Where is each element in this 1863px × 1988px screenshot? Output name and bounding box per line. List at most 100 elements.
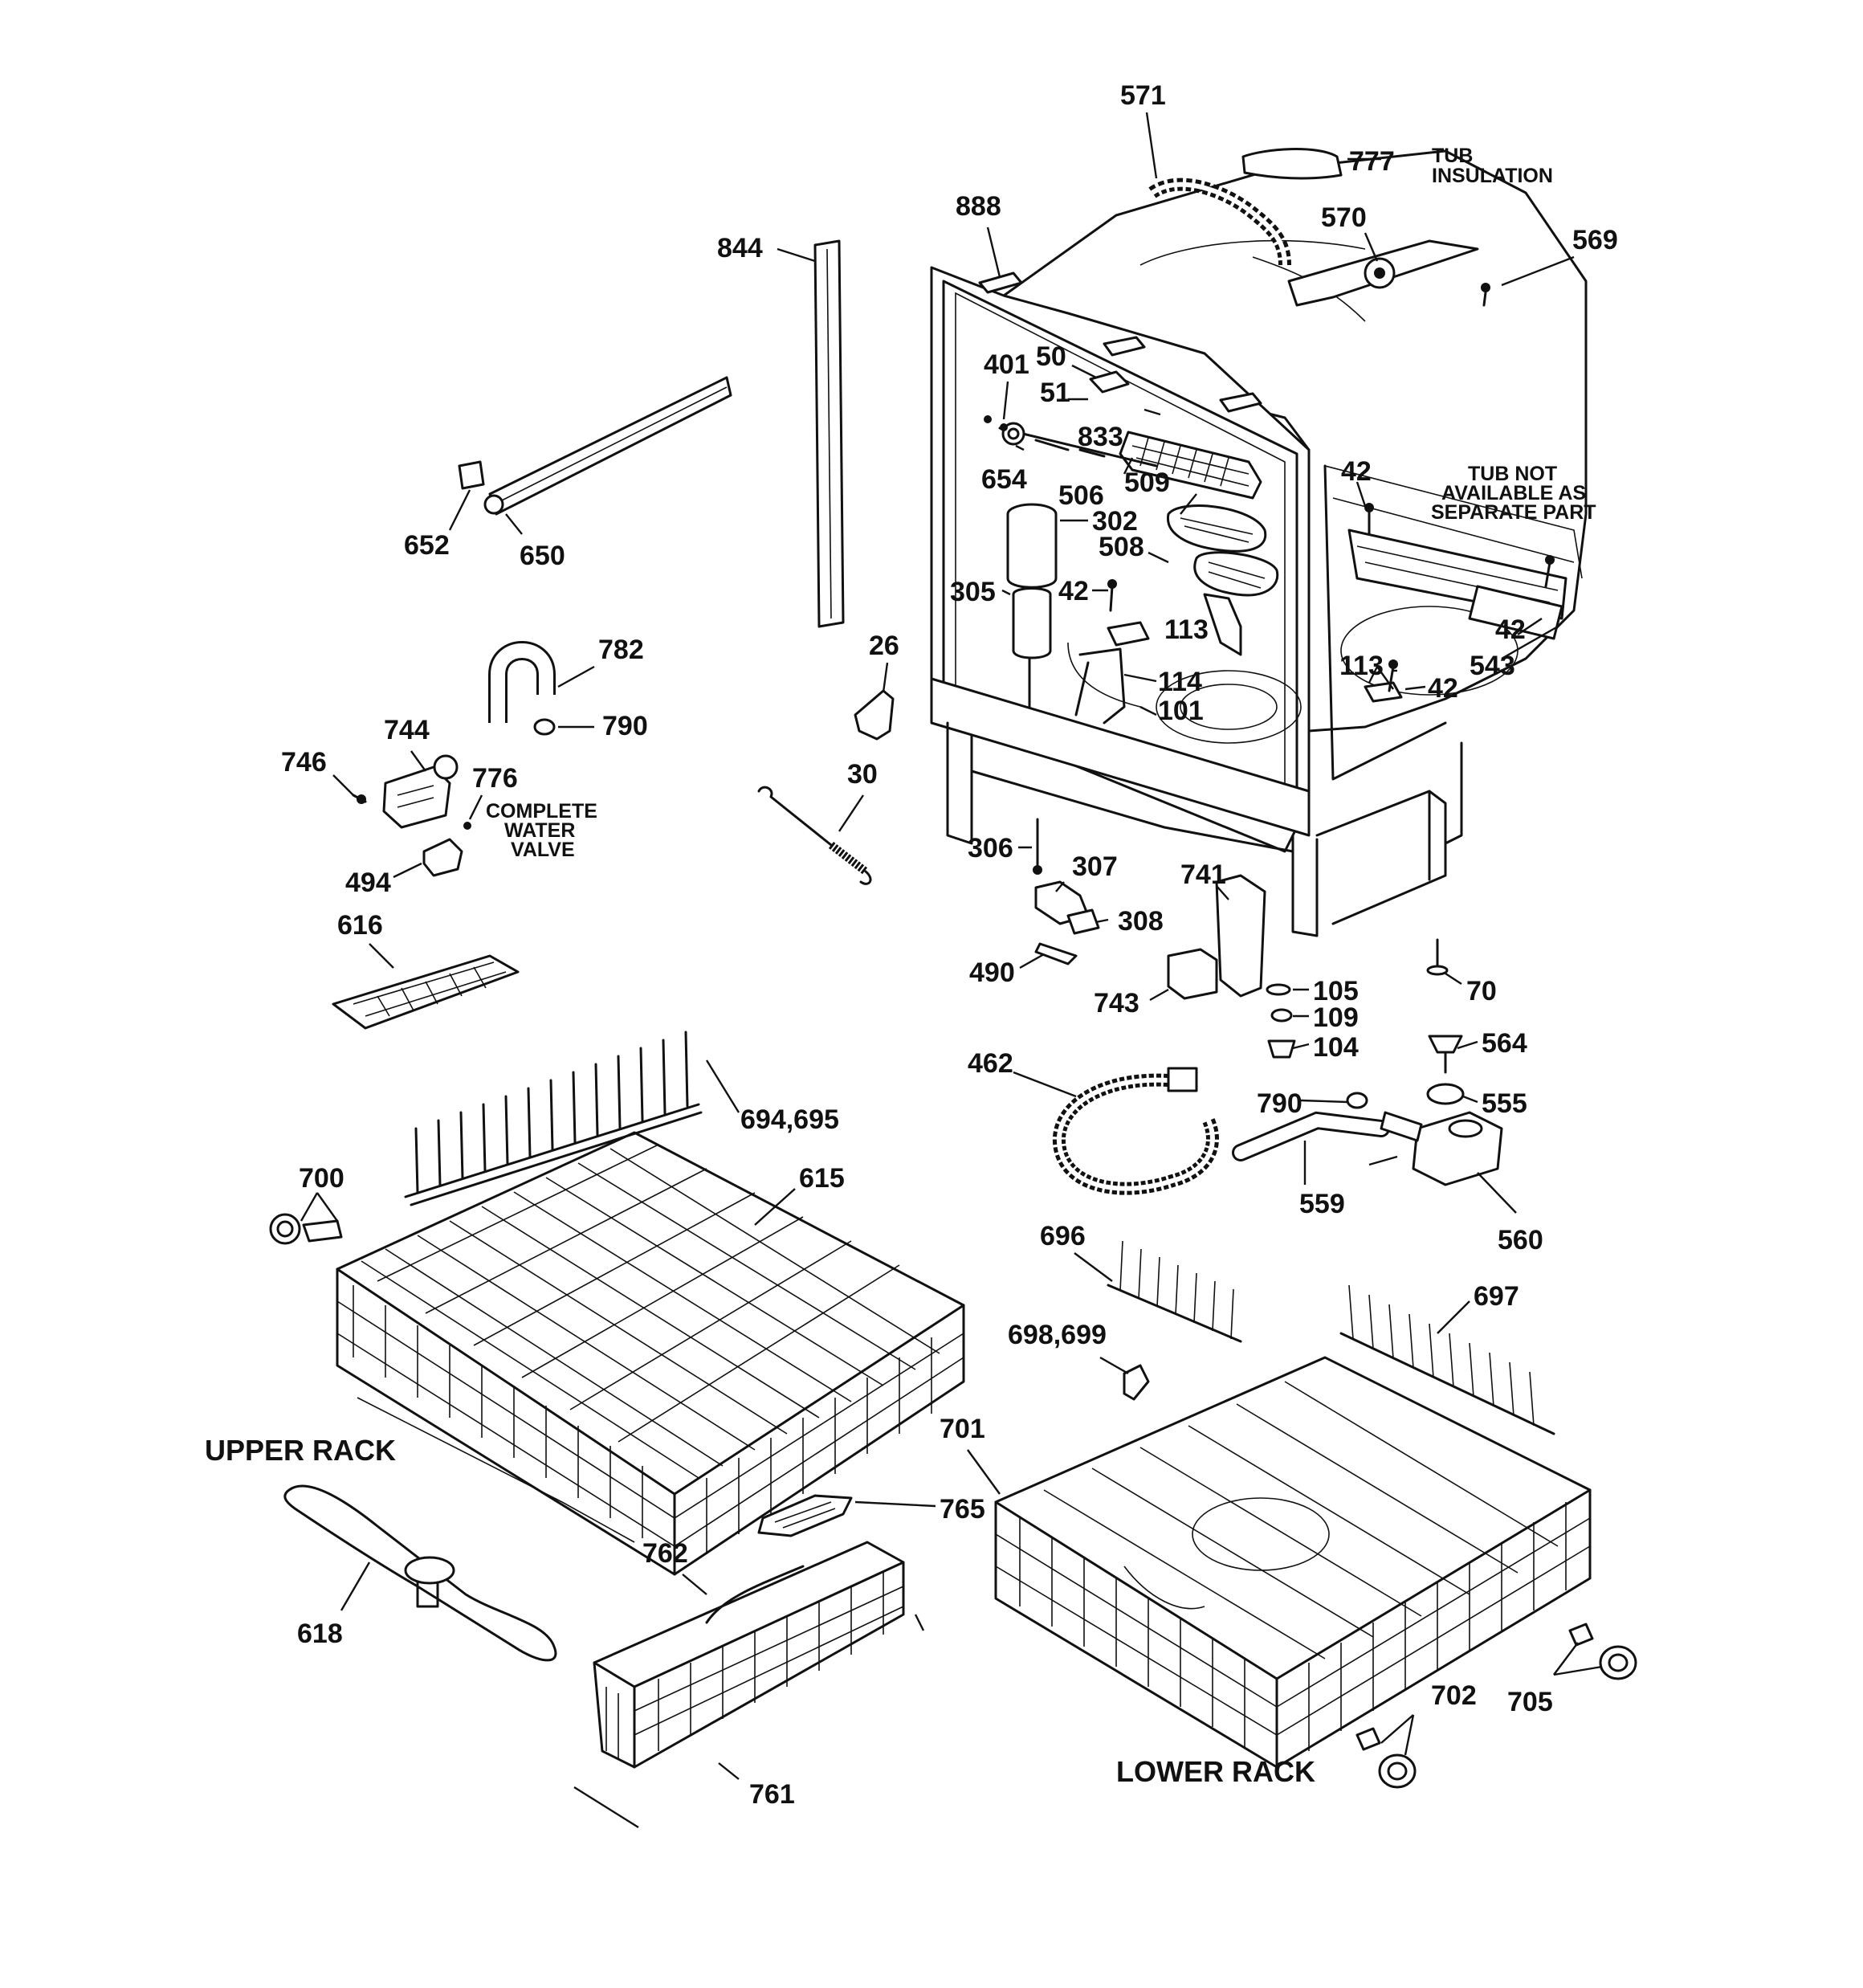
label-401: 401 (984, 349, 1029, 380)
part-696-tine-row (1107, 1240, 1242, 1343)
label-741: 741 (1180, 859, 1226, 890)
part-702-wheel (1355, 1727, 1417, 1789)
part-30-spring (757, 786, 872, 885)
label-51: 51 (1040, 378, 1070, 408)
part-618-spray-arm (283, 1484, 557, 1662)
part-462-drain-hose (1052, 1067, 1219, 1195)
label-762: 762 (642, 1538, 688, 1569)
label-844: 844 (717, 233, 763, 263)
label-42-a: 42 (1341, 456, 1372, 487)
label-complete-2: WATER (504, 819, 575, 842)
label-305: 305 (950, 577, 996, 607)
label-700: 700 (299, 1163, 344, 1194)
label-tub-insulation-1: TUB (1432, 145, 1473, 167)
label-765: 765 (940, 1494, 985, 1525)
part-70-screw (1426, 938, 1449, 976)
label-tub-not-3: SEPARATE PART (1431, 501, 1596, 524)
label-761: 761 (749, 1779, 795, 1810)
part-790-clamp (533, 718, 556, 736)
part-888-bracket (1219, 392, 1262, 413)
label-777: 777 (1349, 146, 1395, 177)
part-616-tray (332, 954, 520, 1030)
label-571: 571 (1120, 80, 1166, 111)
label-702: 702 (1431, 1680, 1477, 1711)
part-308-switch (1066, 908, 1100, 935)
label-569: 569 (1572, 225, 1618, 255)
label-462: 462 (968, 1048, 1013, 1079)
part-571-hose (1148, 178, 1291, 266)
label-113-b: 113 (1339, 651, 1384, 681)
label-560: 560 (1498, 1225, 1543, 1255)
label-790-a: 790 (602, 711, 648, 741)
label-307: 307 (1072, 851, 1118, 882)
part-888-bracket (978, 271, 1023, 294)
part-762-761-silverware-basket (573, 1541, 925, 1829)
label-70: 70 (1466, 976, 1497, 1006)
part-650-strip (483, 376, 732, 516)
label-42-b: 42 (1058, 576, 1089, 606)
part-560-pump (1380, 1111, 1503, 1186)
part-777-tub-insulation (1241, 148, 1343, 180)
label-508: 508 (1099, 532, 1144, 562)
label-105: 105 (1313, 976, 1359, 1006)
part-698-699-clip (1123, 1364, 1150, 1401)
label-782: 782 (598, 635, 644, 665)
part-697-tine-row (1339, 1284, 1555, 1435)
label-tub-insulation-2: INSULATION (1432, 165, 1553, 187)
part-494-bracket (422, 838, 463, 877)
part-labels: 571 777 TUB INSULATION 888 570 569 844 5… (205, 80, 1618, 1810)
part-700-roller (269, 1213, 343, 1245)
label-308: 308 (1118, 906, 1164, 937)
label-490: 490 (969, 957, 1015, 988)
tub-assembly (930, 149, 1588, 937)
label-650: 650 (520, 541, 565, 571)
label-559: 559 (1299, 1189, 1345, 1219)
part-694-695-tine-row (404, 1031, 703, 1206)
part-569-screw (1481, 283, 1490, 307)
label-743: 743 (1094, 988, 1139, 1018)
label-701: 701 (940, 1414, 985, 1444)
part-555-o-ring (1426, 1083, 1465, 1105)
part-109-washer (1270, 1008, 1293, 1023)
label-746: 746 (281, 747, 327, 778)
part-105-washer (1266, 983, 1291, 996)
label-698-699: 698,699 (1008, 1320, 1107, 1350)
label-tub-not-2: AVAILABLE AS (1441, 482, 1586, 504)
label-543: 543 (1470, 651, 1515, 681)
label-109: 109 (1313, 1002, 1359, 1033)
label-696: 696 (1040, 1221, 1086, 1251)
label-694-695: 694,695 (740, 1104, 839, 1135)
label-616: 616 (337, 910, 383, 941)
label-306: 306 (968, 833, 1013, 863)
part-741-bracket (1215, 874, 1266, 998)
part-570-bracket (1287, 239, 1479, 307)
label-114: 114 (1158, 667, 1202, 697)
label-615: 615 (799, 1163, 845, 1194)
part-888-bracket (1103, 336, 1146, 357)
part-746-screw (352, 794, 367, 804)
label-302: 302 (1092, 506, 1138, 537)
label-564: 564 (1482, 1028, 1527, 1059)
label-42-c: 42 (1495, 614, 1526, 645)
part-705-wheel (1568, 1623, 1637, 1680)
label-570: 570 (1321, 202, 1367, 233)
label-50: 50 (1036, 341, 1066, 372)
part-844-door-gasket (813, 239, 845, 628)
part-26-latch (854, 689, 895, 741)
part-615-upper-rack (336, 1131, 965, 1576)
label-upper-rack: UPPER RACK (205, 1434, 396, 1467)
label-705: 705 (1507, 1687, 1553, 1717)
label-776: 776 (472, 763, 518, 794)
part-744-water-valve (382, 754, 459, 829)
label-complete-1: COMPLETE (486, 800, 597, 823)
part-776-fitting (463, 822, 471, 830)
label-618: 618 (297, 1619, 343, 1649)
label-506: 506 (1058, 480, 1104, 511)
label-888: 888 (956, 191, 1001, 222)
part-743-module (1167, 948, 1218, 1000)
label-104: 104 (1313, 1032, 1359, 1063)
label-744: 744 (384, 715, 430, 745)
leader-lines (300, 112, 1603, 1780)
label-113-a: 113 (1164, 614, 1209, 645)
